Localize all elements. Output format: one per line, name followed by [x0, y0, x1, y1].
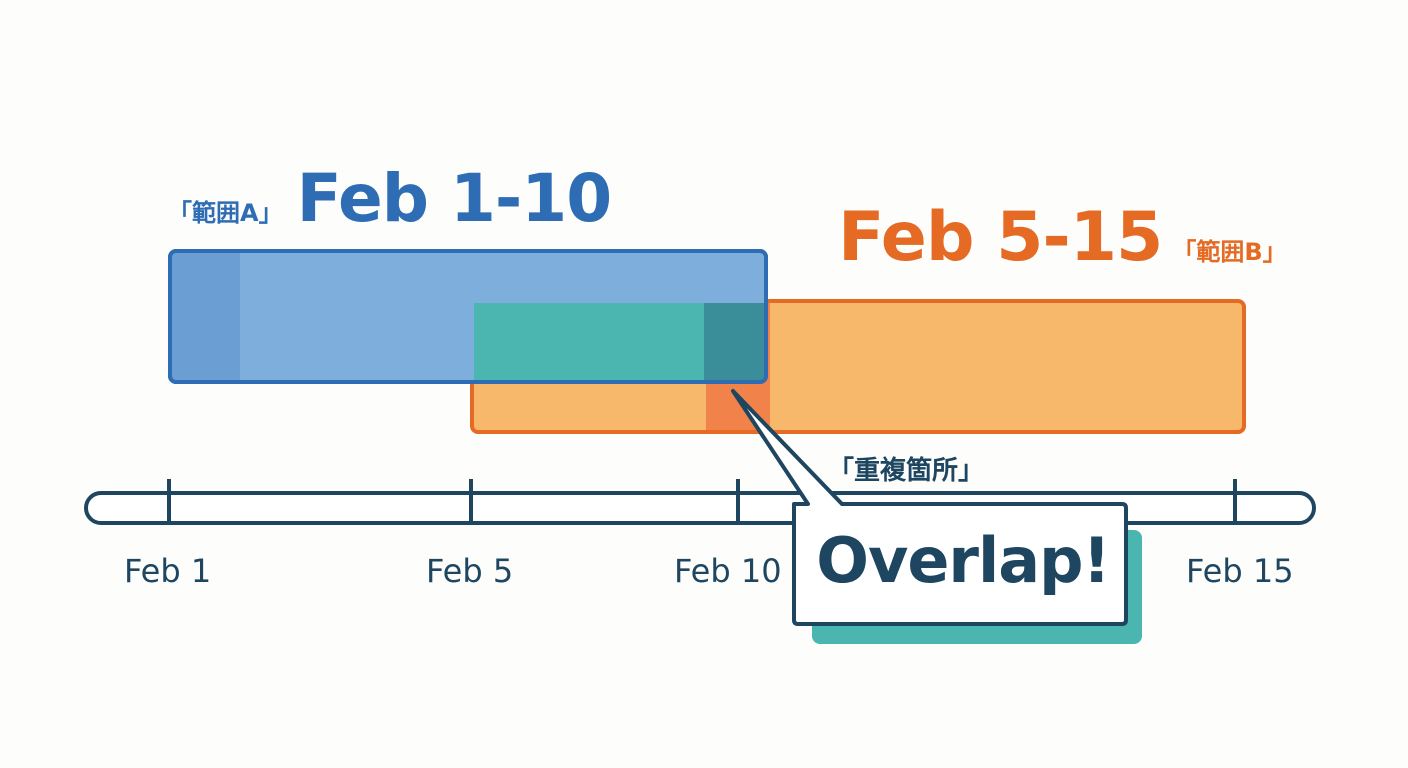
range-a-left-shade — [172, 253, 240, 380]
range-b-label: Feb 5-15 — [838, 198, 1163, 277]
range-a-label: Feb 1-10 — [296, 160, 613, 237]
tick-feb-5 — [469, 479, 473, 525]
range-a-heading: 「範囲A」 Feb 1-10 — [168, 160, 613, 237]
range-b-heading: Feb 5-15 「範囲B」 — [838, 198, 1287, 277]
overlap-dark-shade — [704, 303, 764, 381]
tick-label-feb-10: Feb 10 — [674, 552, 782, 590]
tick-feb-1 — [167, 479, 171, 525]
tick-feb-15 — [1233, 479, 1237, 525]
range-b-jp-label: 「範囲B」 — [1172, 238, 1287, 266]
tick-label-feb-1: Feb 1 — [124, 552, 212, 590]
overlap-region — [474, 303, 764, 381]
tick-label-feb-15: Feb 15 — [1186, 552, 1294, 590]
overlap-jp-label: 「重複箇所」 — [828, 456, 985, 486]
range-a-jp-label: 「範囲A」 — [168, 199, 283, 227]
overlap-callout-text: Overlap! — [816, 524, 1111, 597]
tick-feb-10 — [736, 479, 740, 525]
tick-label-feb-5: Feb 5 — [426, 552, 514, 590]
